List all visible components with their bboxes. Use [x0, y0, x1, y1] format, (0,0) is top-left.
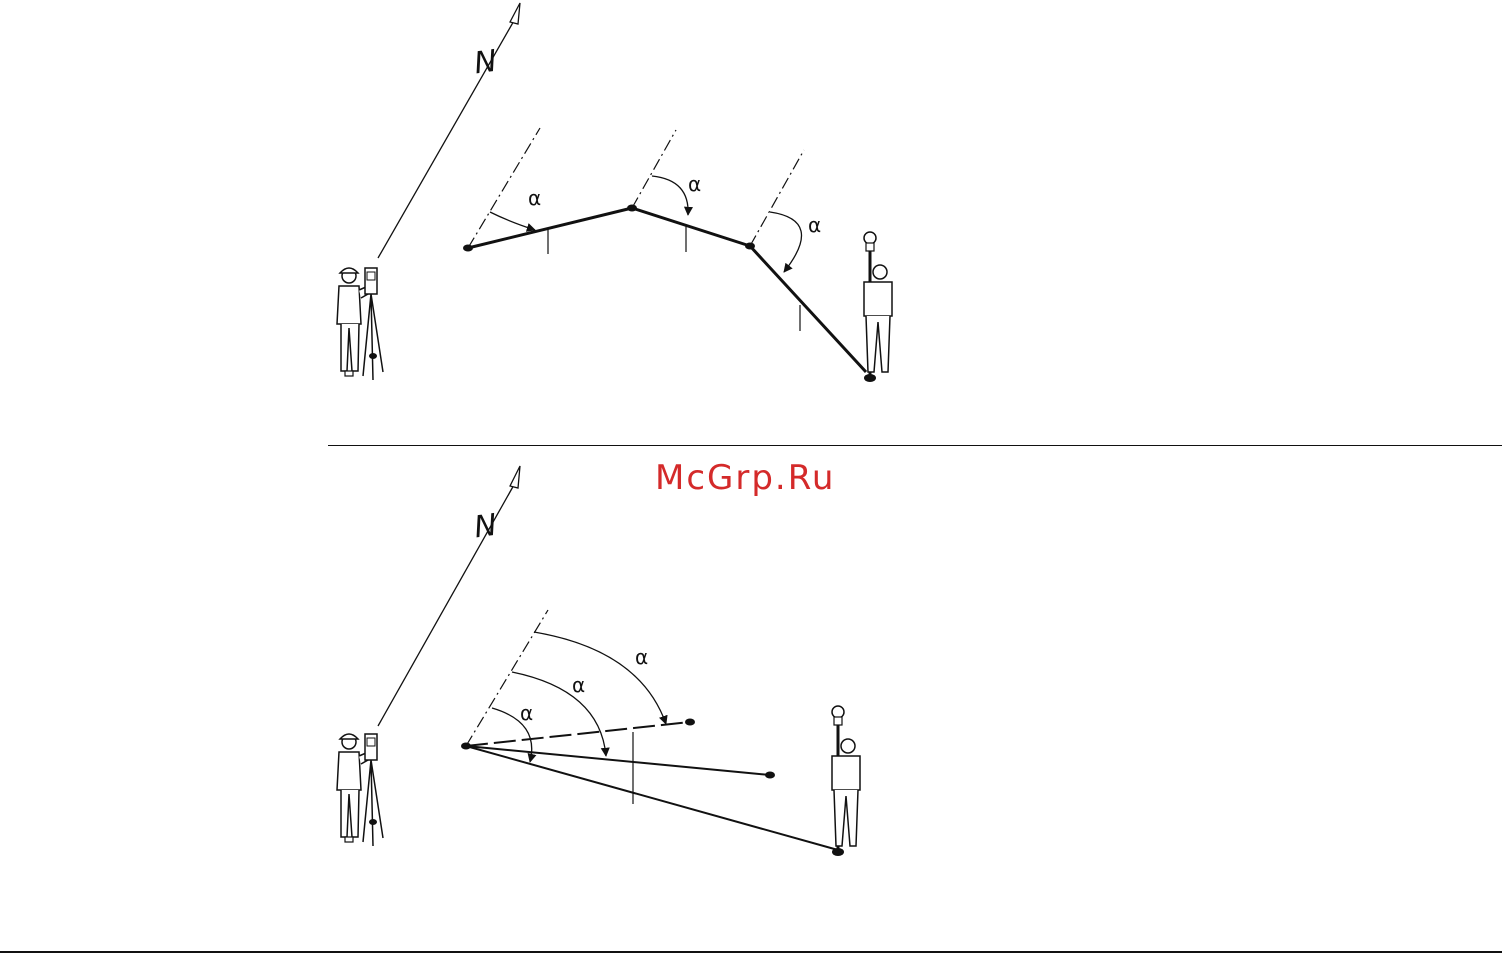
rod-person-icon	[832, 706, 860, 856]
angle-label-2: α	[572, 673, 585, 697]
reference-lines	[468, 128, 804, 248]
watermark-text: McGrp.Ru	[655, 458, 835, 498]
north-label: N	[472, 44, 499, 82]
angle-label-2: α	[688, 172, 701, 196]
angle-label-3: α	[808, 213, 821, 237]
north-arrow-icon	[510, 3, 520, 24]
surveyor-icon	[337, 734, 383, 846]
rod-person-icon	[864, 232, 892, 382]
station-points	[461, 719, 775, 779]
angle-label-1: α	[528, 186, 541, 210]
north-line	[378, 12, 519, 258]
traverse-figure: N α α	[337, 3, 892, 382]
station-points	[463, 205, 755, 252]
radial-figure: N α α α	[337, 466, 860, 856]
angle-label-3: α	[520, 701, 533, 725]
leg-ticks	[548, 226, 800, 331]
north-line	[378, 476, 519, 726]
north-label: N	[472, 508, 499, 546]
traverse-legs	[468, 208, 866, 372]
angle-label-1: α	[635, 645, 648, 669]
radial-rays	[466, 722, 838, 850]
surveyor-icon	[337, 268, 383, 380]
north-arrow-icon	[510, 466, 520, 488]
